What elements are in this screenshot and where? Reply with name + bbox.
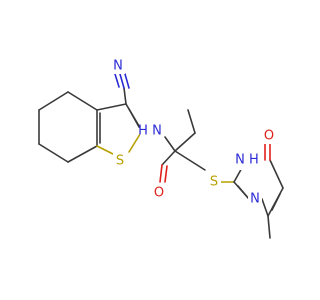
thiophene-sulfur-label: S xyxy=(116,154,124,169)
cyclohexane-ring xyxy=(38,91,98,163)
ring-nh-label: N H xyxy=(235,153,259,168)
ring-nitrogen-label: N xyxy=(250,192,260,207)
pyrimidinone-ring xyxy=(174,139,284,239)
ring-oxygen-label: O xyxy=(264,129,274,144)
nitrile-group xyxy=(114,73,130,105)
thioether-sulfur-label: S xyxy=(210,175,218,190)
amide-oxygen-label: O xyxy=(154,186,164,201)
molecule-structure: N H N O S S N H N O xyxy=(38,58,284,239)
amide-linkage xyxy=(141,109,196,183)
thiophene-ring xyxy=(96,103,143,156)
atom-labels: N H N O S S N H N O xyxy=(111,58,276,207)
amide-nitrogen-label: H N xyxy=(138,124,162,139)
nitrile-nitrogen-label: N xyxy=(113,59,123,74)
